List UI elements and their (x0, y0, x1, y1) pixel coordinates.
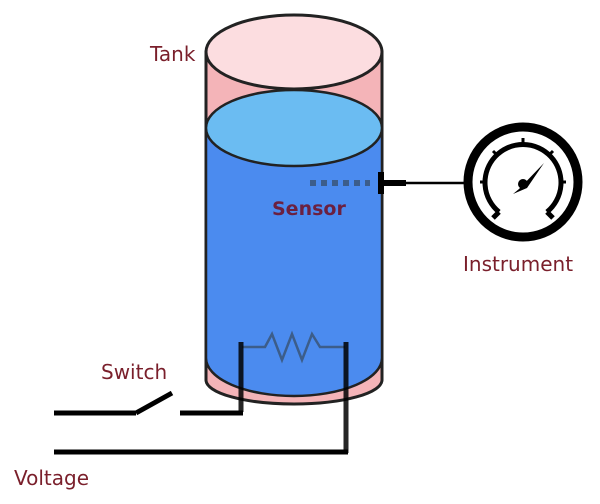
heater-resistor (242, 330, 345, 364)
tank-top (204, 13, 384, 91)
voltage-label: Voltage (14, 466, 90, 490)
instrument-label: Instrument (463, 252, 574, 276)
sensor-label: Sensor (272, 198, 346, 220)
sensor-stem (384, 180, 406, 186)
switch-label: Switch (101, 360, 168, 384)
liquid-surface (204, 88, 384, 168)
liquid-body (204, 126, 384, 398)
gauge-icon (463, 122, 583, 242)
tank-label: Tank (150, 42, 196, 66)
sensor-mount (378, 172, 384, 194)
switch-blade (134, 390, 174, 416)
